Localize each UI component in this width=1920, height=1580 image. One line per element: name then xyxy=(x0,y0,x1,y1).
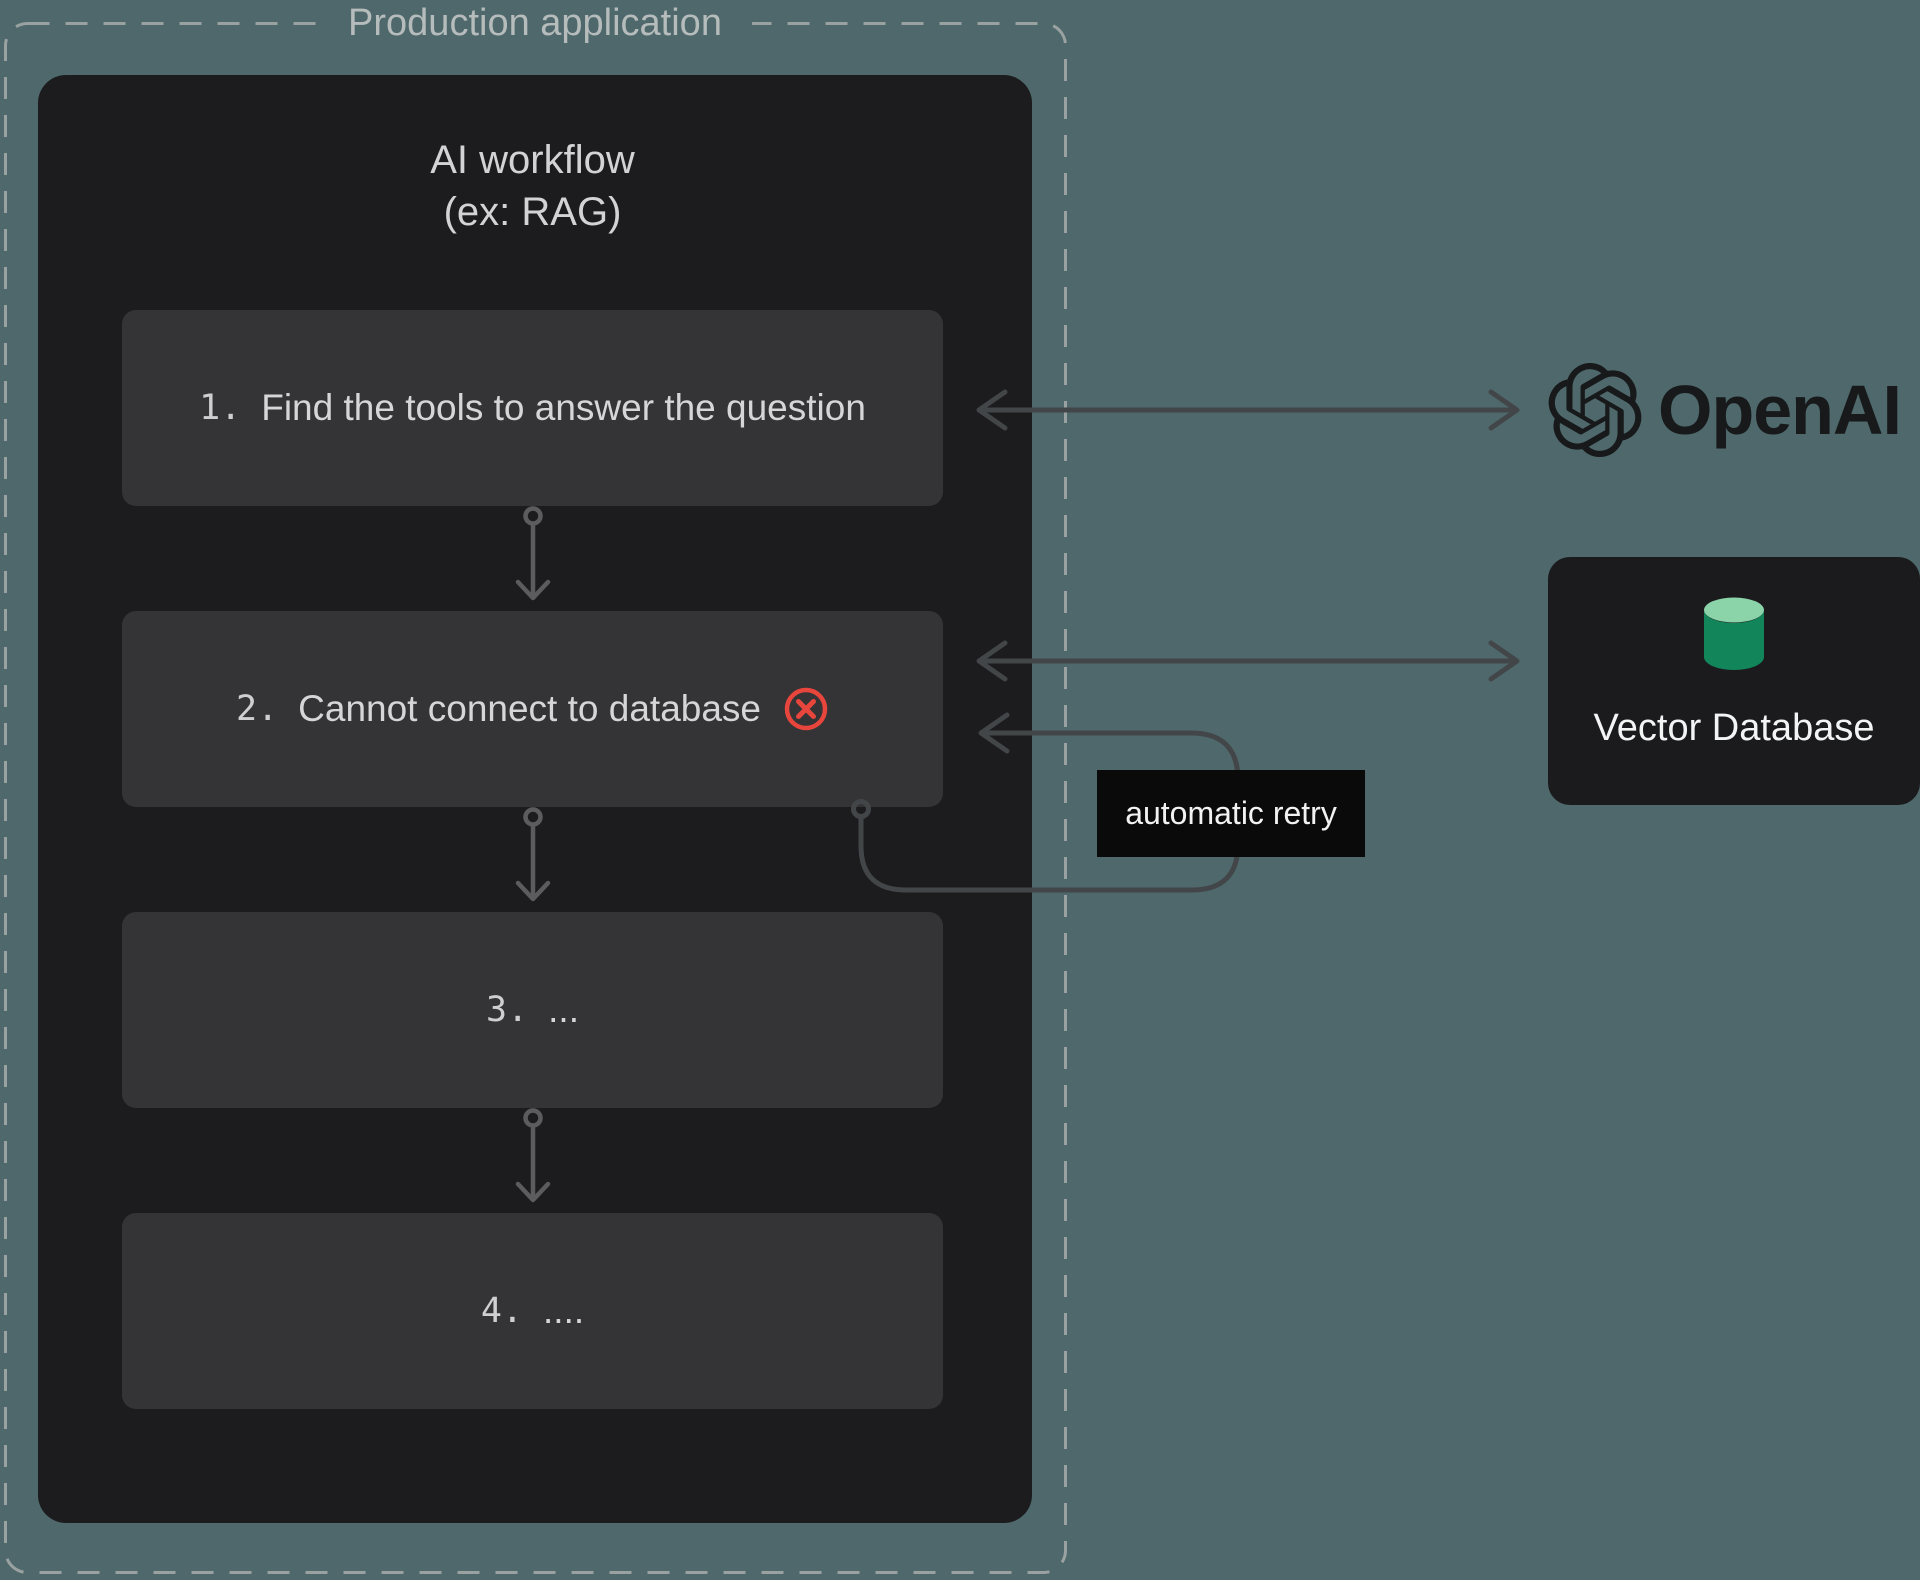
step-number: 2. xyxy=(236,689,279,729)
error-icon xyxy=(784,687,828,731)
openai-wordmark: OpenAI xyxy=(1658,371,1902,449)
workflow-step-4: 4. .... xyxy=(122,1213,943,1409)
step-label: .... xyxy=(543,1290,585,1331)
step-label: Find the tools to answer the question xyxy=(261,387,866,428)
step-number: 3. xyxy=(486,990,529,1030)
workflow-title-line: AI workflow xyxy=(430,138,635,182)
openai-mark-icon xyxy=(1548,363,1642,457)
step-number: 4. xyxy=(480,1291,524,1331)
vector-database-label: Vector Database xyxy=(1593,707,1875,749)
openai-logo: OpenAI xyxy=(1548,362,1902,458)
database-cylinder-icon xyxy=(1704,597,1764,670)
step-number: 1. xyxy=(199,388,242,428)
production-application-label: Production application xyxy=(318,1,752,45)
workflow-title: AI workflow (ex: RAG) xyxy=(122,134,943,238)
workflow-step-3: 3. ... xyxy=(122,912,943,1108)
step-label: ... xyxy=(548,989,579,1030)
workflow-step-2: 2. Cannot connect to database xyxy=(122,611,943,807)
automatic-retry-label: automatic retry xyxy=(1097,770,1365,857)
vector-database-card: Vector Database xyxy=(1548,557,1920,805)
step-label: Cannot connect to database xyxy=(298,688,761,729)
workflow-subtitle-line: (ex: RAG) xyxy=(443,190,622,234)
workflow-step-1: 1. Find the tools to answer the question xyxy=(122,310,943,506)
